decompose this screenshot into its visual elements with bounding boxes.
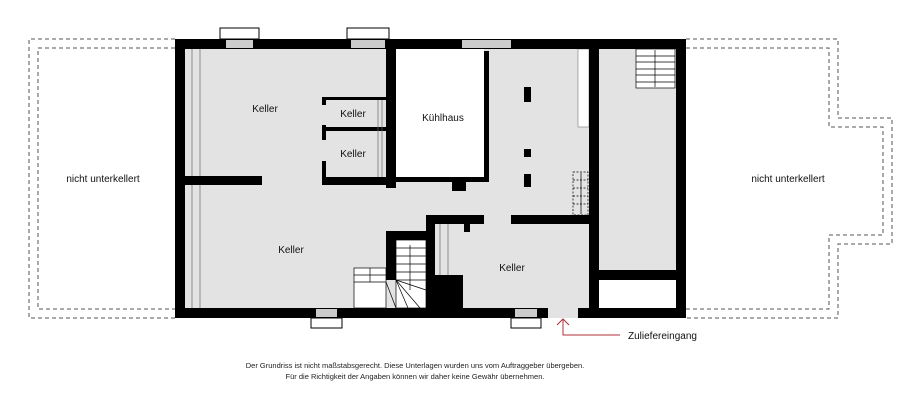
room-label-keller-small-1: Keller xyxy=(340,109,366,120)
staircase-main xyxy=(353,239,427,309)
room-label-keller-right: Keller xyxy=(499,263,525,274)
room-label-keller: Keller xyxy=(252,104,278,115)
label-not-basement-right: nicht unterkellert xyxy=(751,174,825,185)
kuehlhaus-area xyxy=(396,49,484,177)
stairs-dashed xyxy=(572,171,589,216)
disclaimer-line-2: Für die Richtigkeit der Angaben können w… xyxy=(286,372,545,381)
label-not-basement-left: nicht unterkellert xyxy=(66,174,140,185)
entrance-label: Zuliefereingang xyxy=(628,331,697,342)
left-unbasemented-outline xyxy=(28,38,175,319)
small-room-bottom-right xyxy=(599,280,676,308)
shaft xyxy=(577,48,590,128)
right-unbasemented-outline xyxy=(686,38,893,319)
room-label-keller-large: Keller xyxy=(278,245,304,256)
wall-linings xyxy=(191,49,449,308)
disclaimer-line-1: Der Grundriss ist nicht maßstabsgerecht.… xyxy=(246,361,585,370)
entrance-arrow-icon xyxy=(556,318,620,336)
stairs-top-right xyxy=(635,48,676,89)
windows xyxy=(219,27,542,329)
room-label-kuehlhaus: Kühlhaus xyxy=(422,113,464,124)
walls xyxy=(175,39,686,318)
room-label-keller-small-2: Keller xyxy=(340,149,366,160)
